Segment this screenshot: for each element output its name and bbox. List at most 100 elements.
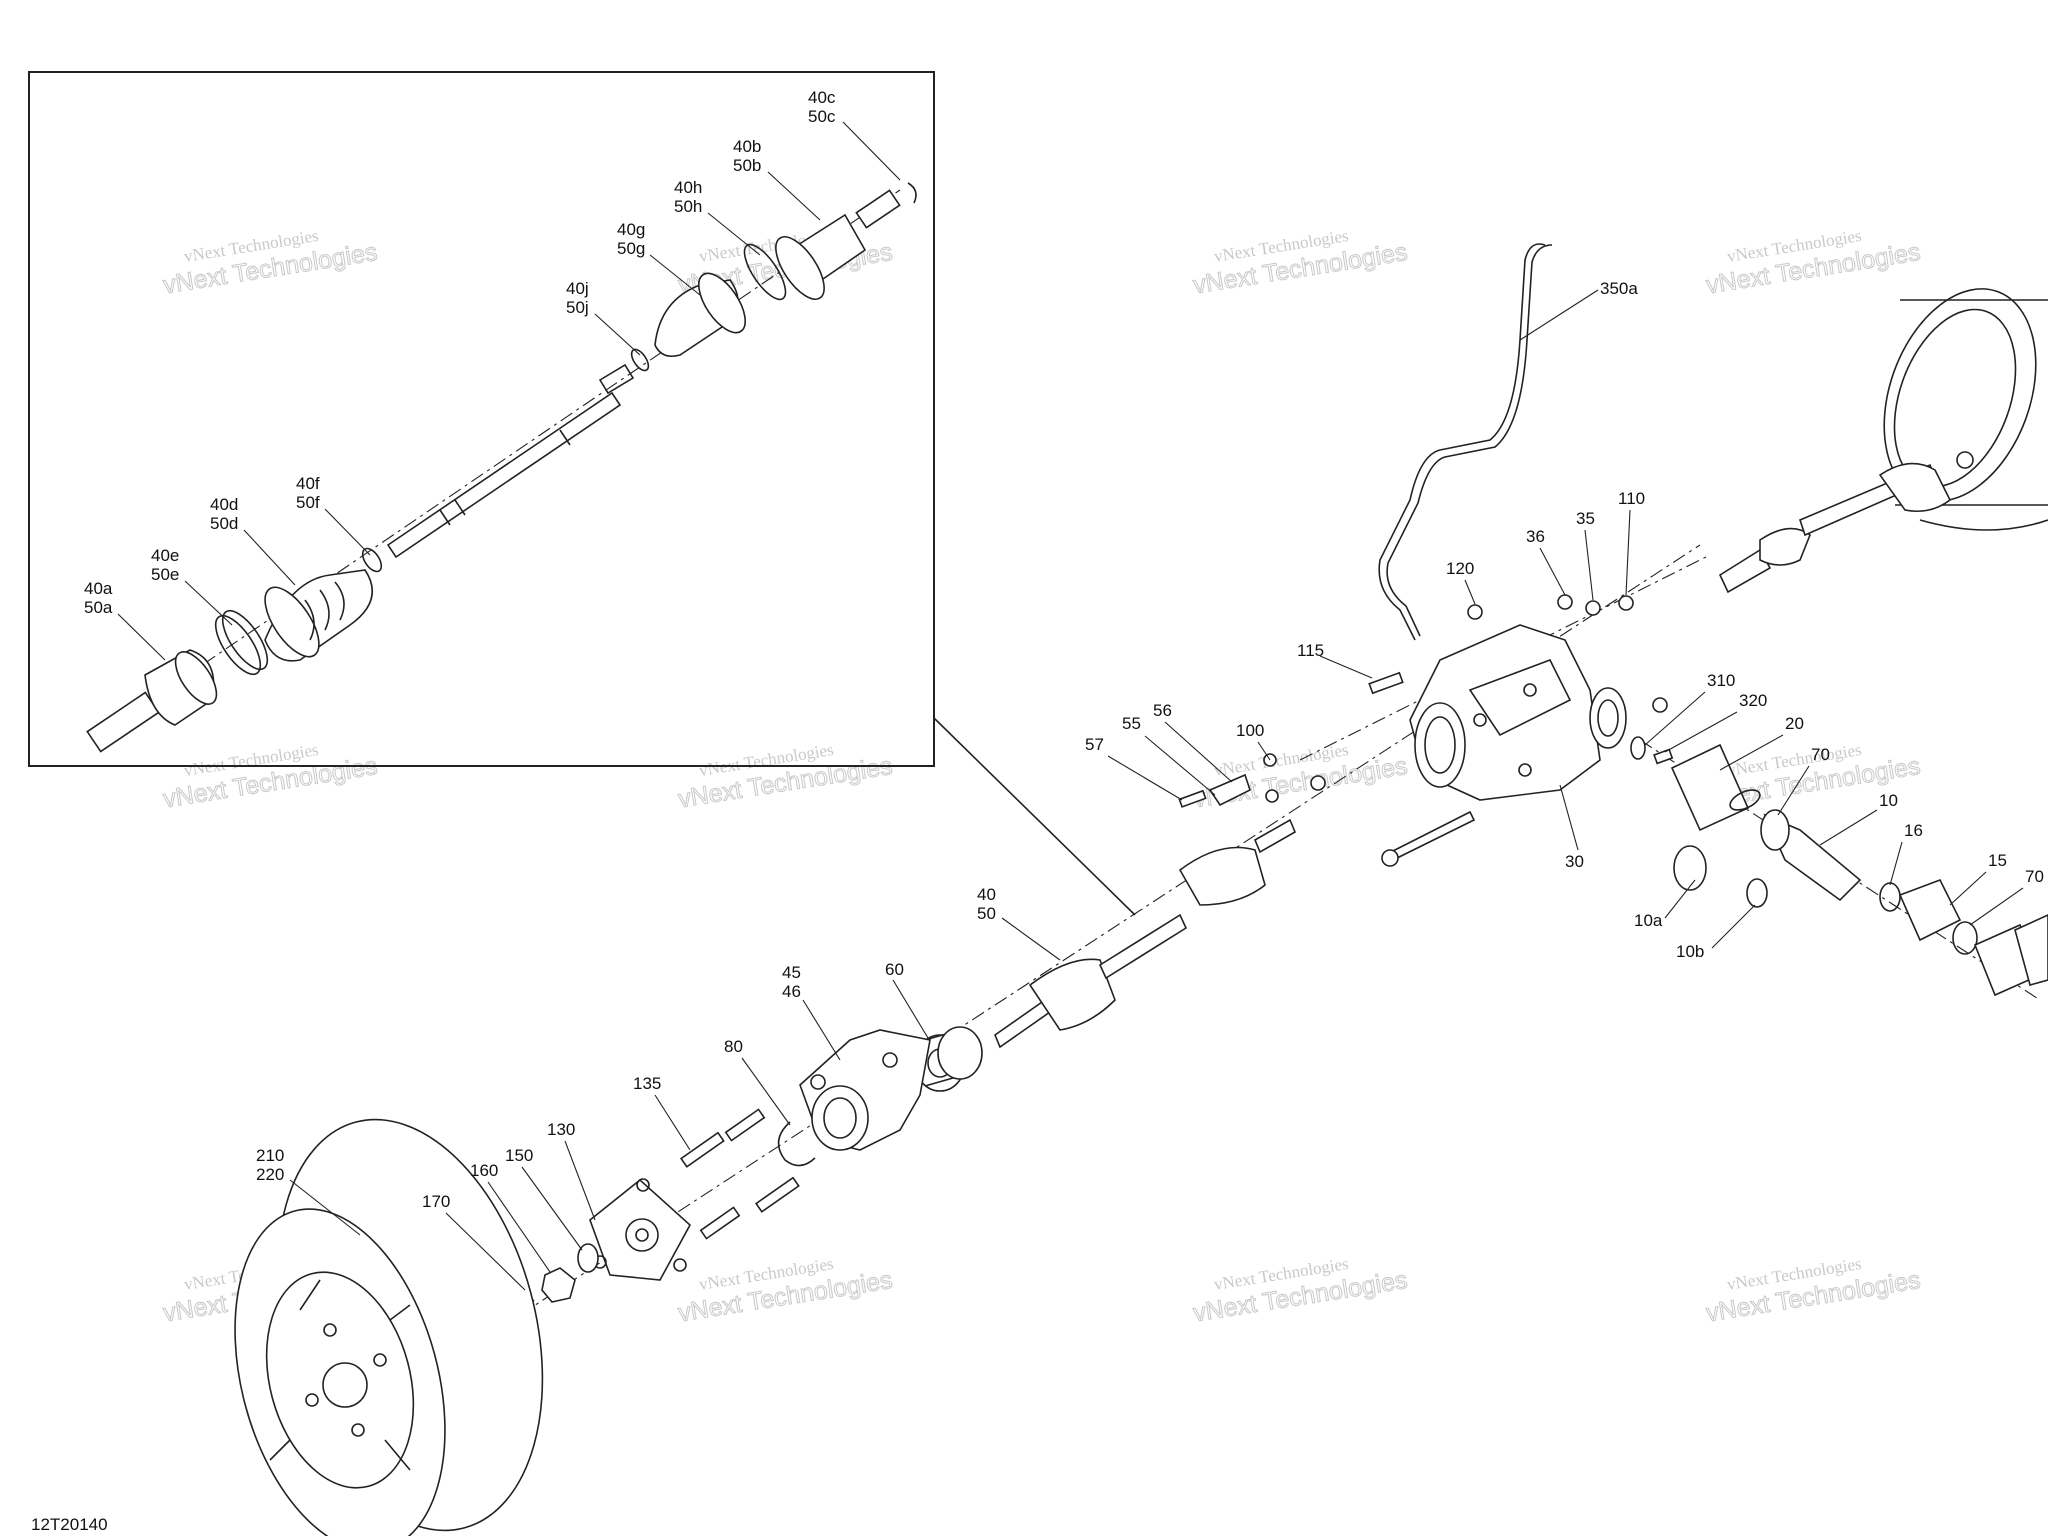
svg-text:56: 56 <box>1153 701 1172 720</box>
watermark: vNext Technologies vNext Technologies <box>1191 1254 1410 1328</box>
svg-text:50b: 50b <box>733 156 761 175</box>
inset-frame <box>28 71 935 767</box>
svg-text:46: 46 <box>782 982 801 1001</box>
svg-text:16: 16 <box>1904 821 1923 840</box>
callout: 110 <box>1618 489 1645 596</box>
inset-detail: 40c 50c 40b 50b 40h 50h 40g 50g 40j 50j … <box>28 71 1136 916</box>
svg-text:170: 170 <box>422 1192 450 1211</box>
castle-nut <box>541 1267 576 1303</box>
inset-label: 40e 50e <box>151 546 233 626</box>
inset-label: 40j 50j <box>566 279 641 356</box>
callout: 160 <box>470 1161 551 1273</box>
svg-text:40e: 40e <box>151 546 179 565</box>
callout: 310 <box>1644 671 1735 746</box>
callout: 55 <box>1122 714 1216 796</box>
svg-text:70: 70 <box>1811 745 1830 764</box>
svg-text:220: 220 <box>256 1165 284 1184</box>
watermark: vNext Technologies vNext Technologies <box>1704 226 1923 300</box>
inset-label: 40c 50c <box>808 88 901 181</box>
callout: 16 <box>1889 821 1923 886</box>
inset-label: 40f 50f <box>296 474 371 556</box>
svg-text:70: 70 <box>2025 867 2044 886</box>
callout: 170 <box>422 1192 526 1291</box>
svg-text:10b: 10b <box>1676 942 1704 961</box>
svg-text:35: 35 <box>1576 509 1595 528</box>
svg-text:40a: 40a <box>84 579 113 598</box>
svg-text:50h: 50h <box>674 197 702 216</box>
svg-text:40b: 40b <box>733 137 761 156</box>
svg-text:320: 320 <box>1739 691 1767 710</box>
callout: 10 <box>1819 791 1898 846</box>
svg-text:50g: 50g <box>617 239 645 258</box>
washer <box>577 1243 599 1273</box>
watermark: vNext Technologies vNext Technologies <box>1704 1254 1923 1328</box>
svg-text:40h: 40h <box>674 178 702 197</box>
callout: 350a <box>1519 279 1638 341</box>
svg-text:60: 60 <box>885 960 904 979</box>
inset-label: 40a 50a <box>84 579 166 661</box>
svg-text:80: 80 <box>724 1037 743 1056</box>
callout: 70 <box>1777 745 1830 816</box>
svg-text:55: 55 <box>1122 714 1141 733</box>
svg-text:50j: 50j <box>566 298 589 317</box>
stacked-callout: 210 220 <box>256 1146 361 1236</box>
cv-boot <box>264 569 374 662</box>
differential-housing <box>1409 624 1627 801</box>
inset-pointer-line <box>933 717 1136 916</box>
svg-text:110: 110 <box>1618 489 1645 508</box>
callout: 10a <box>1634 879 1696 930</box>
svg-text:40f: 40f <box>296 474 320 493</box>
svg-text:36: 36 <box>1526 527 1545 546</box>
svg-text:135: 135 <box>633 1074 661 1093</box>
inset-label: 40h 50h <box>674 178 761 256</box>
wheel-bearing <box>914 1026 983 1092</box>
callout: 120 <box>1446 559 1476 605</box>
callout: 150 <box>505 1146 583 1251</box>
svg-text:40: 40 <box>977 885 996 904</box>
svg-text:20: 20 <box>1785 714 1804 733</box>
svg-text:40c: 40c <box>808 88 836 107</box>
callout: 56 <box>1153 701 1233 783</box>
propeller-shaft-group <box>1670 743 2048 997</box>
figure-id: 12T20140 <box>31 1515 108 1534</box>
inner-boot-clamp-large <box>743 243 787 301</box>
watermark: vNext Technologies vNext Technologies <box>676 1254 895 1328</box>
svg-text:50d: 50d <box>210 514 238 533</box>
callout: 100 <box>1236 721 1271 761</box>
callout: 15 <box>1949 851 2007 906</box>
svg-text:210: 210 <box>256 1146 284 1165</box>
svg-text:160: 160 <box>470 1161 498 1180</box>
svg-text:40j: 40j <box>566 279 589 298</box>
inner-cv-housing <box>775 189 901 300</box>
callout: 36 <box>1526 527 1566 596</box>
svg-text:150: 150 <box>505 1146 533 1165</box>
fasteners <box>1178 594 1674 808</box>
callout: 115 <box>1297 641 1373 679</box>
svg-text:310: 310 <box>1707 671 1735 690</box>
stacked-callout: 40 50 <box>977 885 1061 961</box>
svg-text:40d: 40d <box>210 495 238 514</box>
svg-text:10a: 10a <box>1634 911 1663 930</box>
svg-text:50e: 50e <box>151 565 179 584</box>
callout: 10b <box>1676 904 1756 961</box>
callout: 80 <box>724 1037 791 1126</box>
svg-text:57: 57 <box>1085 735 1104 754</box>
axle-shaft <box>386 363 635 559</box>
svg-text:50: 50 <box>977 904 996 923</box>
stacked-callout: 45 46 <box>782 963 841 1061</box>
left-axle-shaft <box>994 818 1297 1049</box>
callout: 30 <box>1559 784 1584 871</box>
callout: 320 <box>1664 691 1767 753</box>
svg-text:350a: 350a <box>1600 279 1638 298</box>
svg-text:30: 30 <box>1565 852 1584 871</box>
outer-cv-joint <box>86 649 218 753</box>
callout: 20 <box>1719 714 1804 771</box>
watermark: vNext Technologies vNext Technologies <box>161 740 380 814</box>
inset-centerline <box>91 189 901 741</box>
callout: 57 <box>1085 735 1183 801</box>
circlip <box>907 182 917 204</box>
svg-text:50a: 50a <box>84 598 113 617</box>
mounting-bolt <box>1383 810 1476 864</box>
callout: 135 <box>633 1074 691 1151</box>
